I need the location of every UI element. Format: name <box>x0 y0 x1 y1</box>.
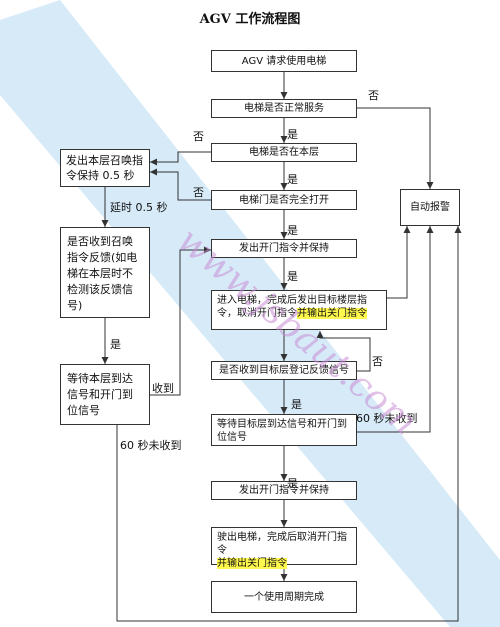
node-open-hold-2: 发出开门指令并保持 <box>211 481 357 500</box>
node-enter-text: 进入电梯，完成后发出目标楼层指令，取消开门指令 <box>217 295 367 319</box>
label-delay: 延时 0.5 秒 <box>110 201 168 214</box>
edge-waitfloor-open <box>150 246 211 396</box>
label-yes-open: 是 <box>287 270 298 283</box>
edge-door-call <box>150 168 211 201</box>
node-open-hold: 发出开门指令并保持 <box>211 239 357 258</box>
label-yes-target: 是 <box>291 398 302 411</box>
node-wait-floor: 等待本层到达信号和开门到位信号 <box>60 364 150 425</box>
label-yes-door: 是 <box>287 224 298 237</box>
edge-waittarget-alarm <box>357 226 434 433</box>
label-no-target: 否 <box>372 355 383 368</box>
edge-service-alarm <box>357 107 434 189</box>
node-floor: 电梯是否在本层 <box>211 143 357 162</box>
node-call: 发出本层召唤指令保持 0.5 秒 <box>60 149 150 187</box>
node-feedback: 是否收到召唤指令反馈(如电梯在本层时不检测该反馈信号) <box>60 227 150 318</box>
label-not-received-right: 60 秒未收到 <box>356 412 418 425</box>
node-enter-highlight: 并输出关门指令 <box>297 308 367 319</box>
label-no-door: 否 <box>193 186 204 199</box>
node-service: 电梯是否正常服务 <box>211 99 357 118</box>
node-exit: 驶出电梯，完成后取消开门指令并输出关门指令 <box>211 527 357 569</box>
label-no-floor: 否 <box>193 130 204 143</box>
label-not-received-left: 60 秒未收到 <box>120 439 182 452</box>
node-done: 一个使用周期完成 <box>211 581 357 613</box>
node-target-feedback: 是否收到目标层登记反馈信号 <box>211 361 357 380</box>
label-yes-floor: 是 <box>287 173 298 186</box>
edge-waitfloor-timeout <box>116 226 462 622</box>
node-alarm: 自动报警 <box>400 189 460 226</box>
edge-floor-call <box>150 151 211 166</box>
edge-enter-alarm <box>357 226 411 299</box>
node-enter: 进入电梯，完成后发出目标楼层指令，取消开门指令并输出关门指令 <box>211 290 387 330</box>
label-no-service: 否 <box>368 89 379 102</box>
node-door: 电梯门是否完全打开 <box>211 190 357 210</box>
node-request: AGV 请求使用电梯 <box>211 50 357 72</box>
edge-targetfb-no <box>316 331 371 372</box>
diagram-title: AGV 工作流程图 <box>199 12 301 27</box>
node-exit-text: 驶出电梯，完成后取消开门指令 <box>217 532 347 556</box>
label-yes-feedback: 是 <box>110 338 121 351</box>
label-received: 收到 <box>152 382 174 395</box>
node-wait-target: 等待目标层到达信号和开门到位信号 <box>211 414 357 446</box>
label-yes-bottom: 是 <box>287 477 298 490</box>
label-yes-service: 是 <box>287 128 298 141</box>
node-exit-highlight: 并输出关门指令 <box>217 558 287 569</box>
